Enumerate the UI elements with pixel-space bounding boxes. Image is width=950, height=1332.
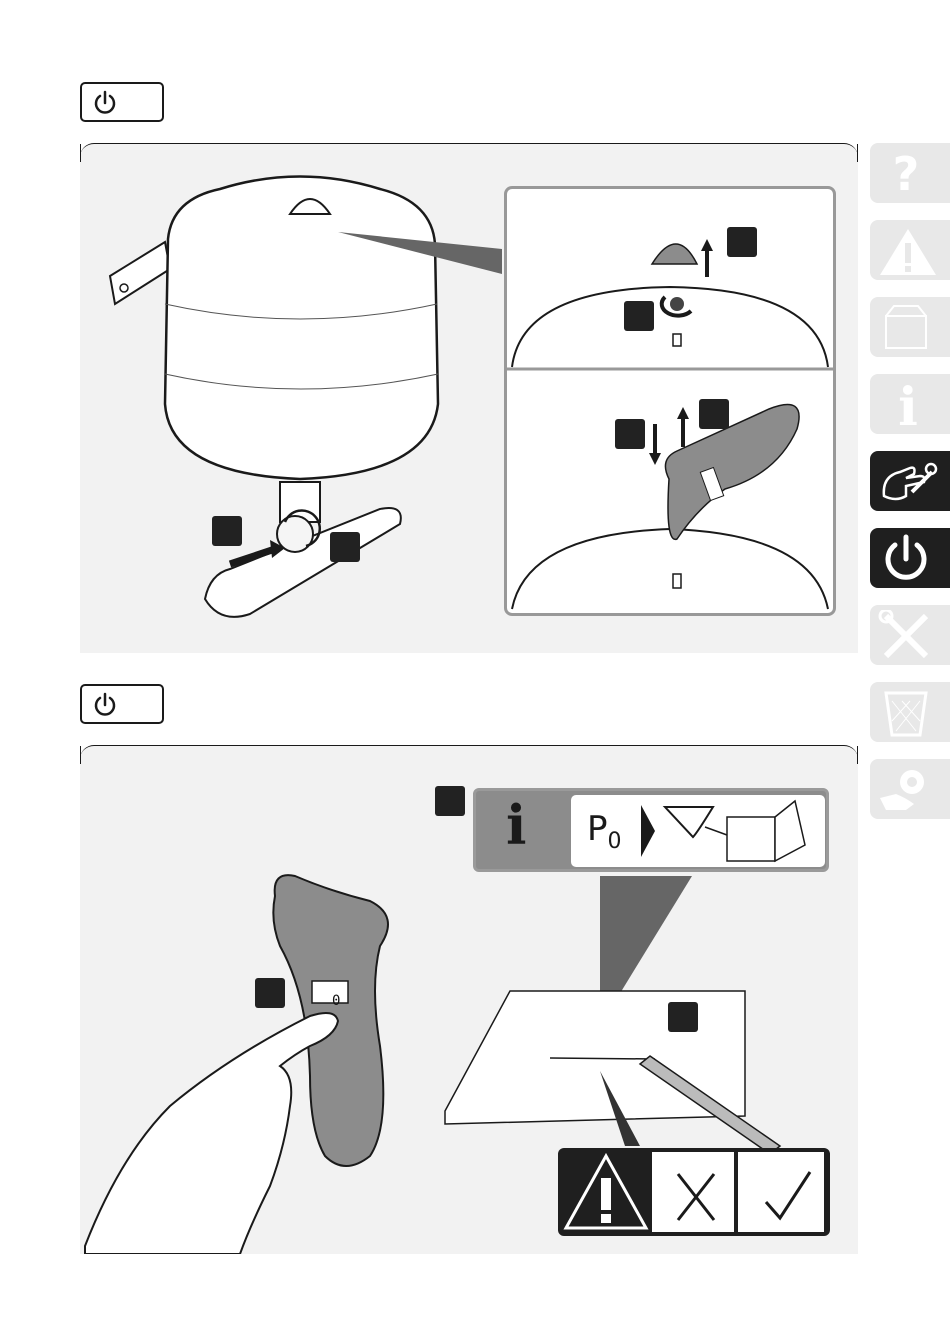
illustration-panel-1 <box>80 143 858 653</box>
svg-text:?: ? <box>893 148 920 198</box>
illustration-panel-2: 0 i P0 <box>80 745 858 1254</box>
tab-service[interactable] <box>870 759 950 819</box>
gauge-display-value: 0 <box>332 993 340 1009</box>
tab-info[interactable]: i <box>870 374 950 434</box>
power-icon <box>876 533 936 585</box>
warning-callout <box>558 1148 830 1236</box>
tab-installation[interactable] <box>870 451 950 511</box>
tab-safety[interactable] <box>870 220 950 280</box>
step-badge <box>624 301 654 331</box>
tools-icon <box>876 610 936 662</box>
info-icon: i <box>876 379 936 429</box>
question-icon: ? <box>876 148 936 198</box>
installation-icon <box>876 456 940 508</box>
do-panel <box>738 1152 824 1232</box>
warning-icon <box>562 1150 650 1234</box>
valve-cap-detail <box>507 189 833 613</box>
section-2-header <box>80 684 164 724</box>
service-icon <box>876 764 940 816</box>
power-icon <box>92 692 118 718</box>
warning-icon <box>876 225 940 277</box>
step-badge <box>255 978 285 1008</box>
tab-operation[interactable] <box>870 528 950 588</box>
info-callout: i P0 <box>473 788 829 872</box>
detail-inset <box>504 186 836 616</box>
tab-disposal[interactable] <box>870 682 950 742</box>
info-symbol: i <box>506 793 527 857</box>
info-content: P0 <box>571 795 825 867</box>
box-icon <box>876 302 936 352</box>
tab-maintenance[interactable] <box>870 605 950 665</box>
pressure-label: P0 <box>587 809 622 854</box>
svg-text:i: i <box>898 379 918 429</box>
step-badge <box>727 227 757 257</box>
step-badge <box>435 786 465 816</box>
tab-package[interactable] <box>870 297 950 357</box>
do-not-panel <box>652 1152 734 1232</box>
recycle-bin-icon <box>876 687 936 739</box>
power-icon <box>92 90 118 116</box>
step-badge <box>668 1002 698 1032</box>
section-1-header <box>80 82 164 122</box>
step-badge <box>330 532 360 562</box>
look-at-booklet-icon <box>635 795 825 867</box>
step-badge <box>699 399 729 429</box>
tab-help[interactable]: ? <box>870 143 950 203</box>
step-badge <box>212 516 242 546</box>
cross-icon <box>652 1152 734 1232</box>
check-icon <box>738 1152 824 1232</box>
step-badge <box>615 419 645 449</box>
